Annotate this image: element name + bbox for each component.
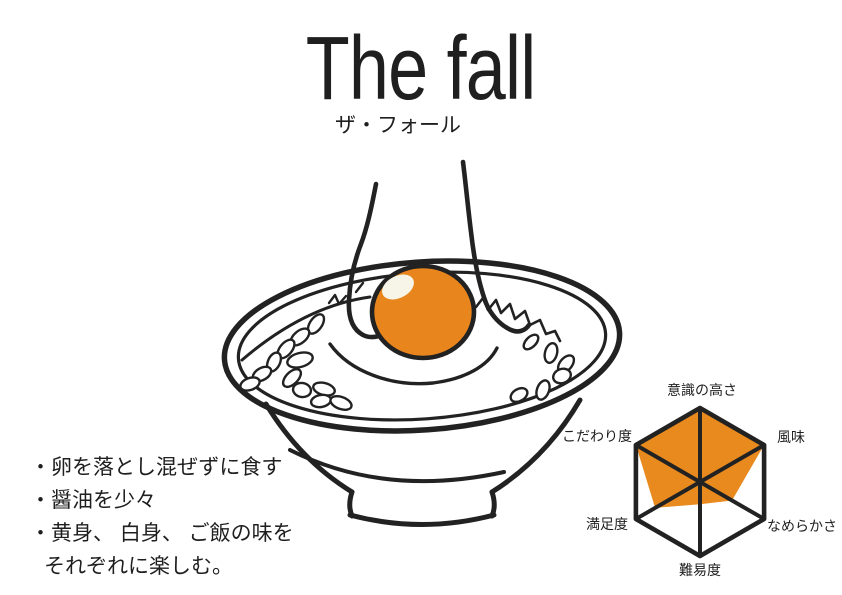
page-title: The fall bbox=[0, 24, 842, 114]
rice-grains-right bbox=[509, 333, 576, 404]
egg-yolk bbox=[369, 263, 477, 361]
radar-spoke bbox=[698, 480, 767, 521]
notes-list: ・卵を落とし混ぜずに食す ・醤油を少々 ・黄身、 白身、 ご飯の味を それぞれに… bbox=[30, 451, 294, 583]
bowl-bottom-curve bbox=[288, 448, 506, 484]
bowl-foot-right bbox=[489, 489, 497, 519]
page-title-text: The fall bbox=[306, 19, 537, 119]
bowl-side-right bbox=[489, 397, 583, 495]
egg-yolk-highlight bbox=[382, 274, 414, 300]
note-line: ・醤油を少々 bbox=[30, 489, 156, 512]
note-line: ・黄身、 白身、 ご飯の味を bbox=[30, 522, 294, 545]
rice-tick bbox=[354, 281, 365, 294]
radar-axis-label-particularity: こだわり度 bbox=[562, 428, 632, 444]
radar-axis-label-flavor: 風味 bbox=[777, 429, 805, 445]
bowl-rim-outer-line bbox=[221, 258, 623, 434]
bowl-foot-bottom bbox=[347, 512, 497, 527]
rice-mound-line bbox=[240, 295, 372, 362]
egg-white-pool-line bbox=[328, 342, 499, 386]
radar-chart bbox=[633, 405, 767, 559]
bowl-side-left bbox=[263, 401, 355, 495]
radar-spoke bbox=[633, 480, 702, 521]
radar-axis-label-smoothness: なめらかさ bbox=[767, 518, 837, 534]
rice bbox=[239, 281, 576, 411]
page-subtitle: ザ・フォール bbox=[335, 114, 461, 137]
egg-white-stream-left-line bbox=[346, 181, 392, 340]
egg-white-stream bbox=[346, 159, 532, 340]
bowl-foot-left bbox=[347, 489, 355, 519]
rice-squiggle-left bbox=[327, 293, 348, 306]
radar-axis-label-satisfaction: 満足度 bbox=[586, 516, 628, 532]
note-line: ・卵を落とし混ぜずに食す bbox=[30, 456, 283, 479]
egg-white-stream-right-line bbox=[460, 159, 532, 334]
radar-spoke bbox=[633, 443, 702, 484]
note-line: それぞれに楽しむ。 bbox=[44, 555, 233, 578]
egg-yolk-body bbox=[369, 263, 477, 361]
radar-spokes bbox=[633, 406, 767, 558]
radar-axis-label-awareness: 意識の高さ bbox=[667, 382, 737, 398]
radar-spoke bbox=[698, 443, 767, 484]
rice-grains-left bbox=[239, 313, 353, 411]
radar-axis-label-difficulty: 難易度 bbox=[679, 562, 721, 578]
